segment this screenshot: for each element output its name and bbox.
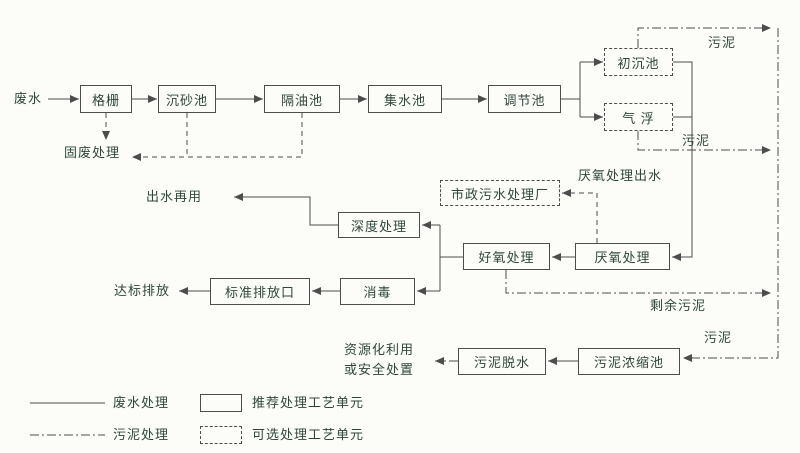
node-air-flotation: 气 浮	[604, 103, 673, 131]
node-equalization-tank: 调节池	[488, 85, 561, 113]
label-excess-sludge: 剩余污泥	[650, 298, 707, 313]
node-aerobic-treatment: 好氧处理	[463, 243, 550, 270]
label-effluent-reuse: 出水再用	[146, 189, 203, 204]
node-advanced-treatment: 深度处理	[338, 212, 420, 238]
node-grit-chamber: 沉砂池	[158, 85, 216, 113]
legend-label-optional-unit: 可选处理工艺单元	[252, 427, 365, 442]
legend-label-sludge-line: 污泥处理	[113, 427, 170, 442]
node-municipal-wwtp: 市政污水处理厂	[440, 180, 560, 206]
node-collecting-tank: 集水池	[368, 85, 442, 113]
label-sludge-mid: 污泥	[682, 133, 711, 148]
sludge-flow-lines	[435, 24, 779, 365]
label-resource-disposal: 资源化利用 或安全处置	[344, 340, 414, 380]
node-sludge-dewatering: 污泥脱水	[458, 348, 546, 375]
node-anaerobic-treatment: 厌氧处理	[575, 243, 670, 270]
label-solid-waste-treatment: 固废处理	[64, 145, 121, 160]
node-standard-discharge-outlet: 标准排放口	[210, 278, 310, 305]
optional-flow-lines	[102, 113, 598, 243]
node-bar-screen: 格栅	[80, 85, 132, 113]
legend-label-recommended-unit: 推荐处理工艺单元	[252, 395, 365, 410]
label-sludge-bottom: 污泥	[704, 330, 733, 345]
label-compliant-discharge: 达标排放	[114, 283, 171, 298]
wastewater-flow-lines	[48, 58, 693, 365]
label-resource-line1: 资源化利用	[344, 342, 415, 357]
label-anaerobic-effluent: 厌氧处理出水	[578, 168, 663, 183]
label-sludge-top: 污泥	[708, 35, 737, 50]
label-resource-line2: 或安全处置	[344, 362, 415, 377]
node-oil-separator: 隔油池	[264, 85, 340, 113]
legend-dashed-box-swatch	[200, 426, 242, 444]
label-wastewater: 废水	[14, 91, 43, 106]
node-disinfection: 消毒	[340, 278, 415, 305]
legend-line-samples	[30, 402, 105, 436]
legend-label-wastewater-line: 废水处理	[113, 395, 170, 410]
legend-solid-box-swatch	[200, 394, 242, 412]
node-sludge-thickener: 污泥浓缩池	[578, 348, 680, 375]
node-primary-sedimentation: 初沉池	[604, 48, 673, 76]
